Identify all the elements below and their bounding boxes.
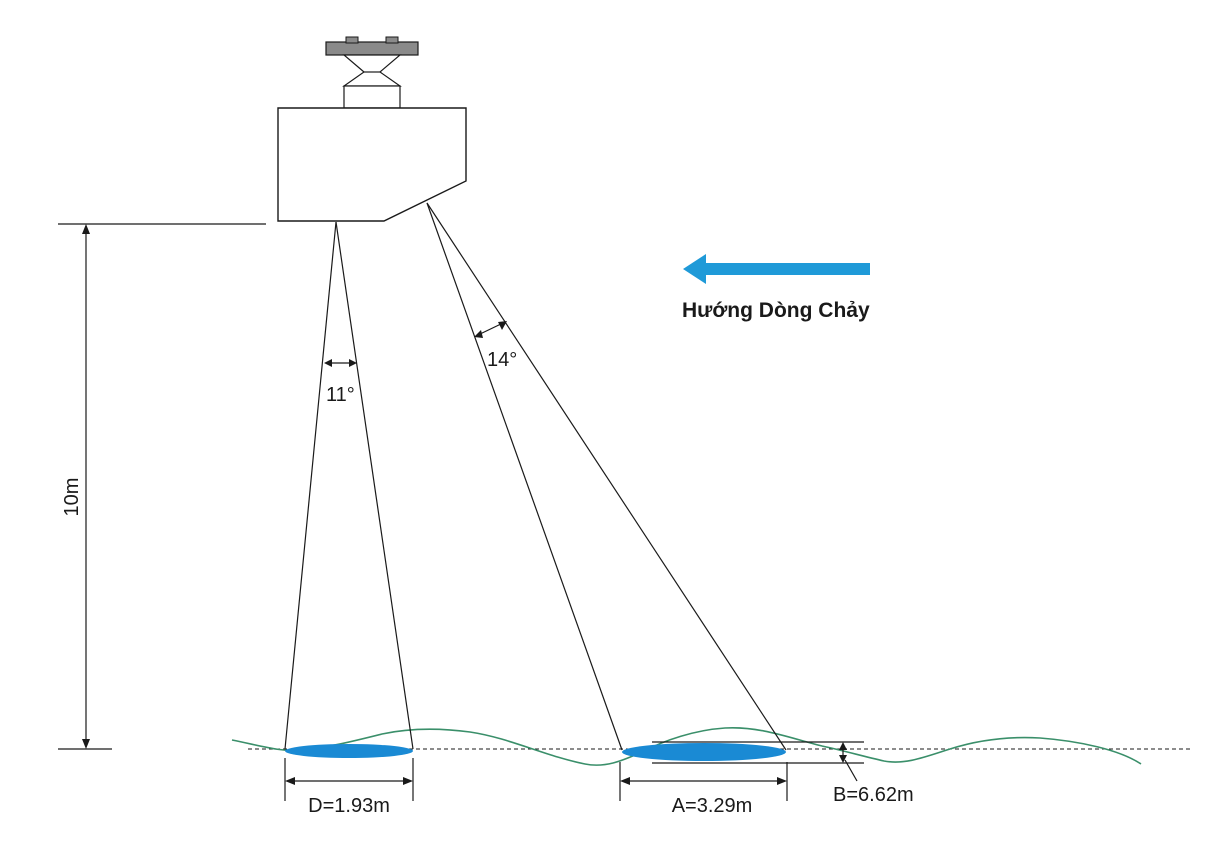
left-arrow-icon xyxy=(683,254,870,284)
vertical-footprint xyxy=(285,744,413,758)
angle-vertical-marker xyxy=(324,359,357,367)
radar-sensor-icon xyxy=(277,36,467,222)
angle-slant-label: 14° xyxy=(487,349,517,371)
footprint-a-label: A=3.29m xyxy=(672,795,753,817)
sensor-plate-bolt-right xyxy=(385,36,399,44)
height-label: 10m xyxy=(61,478,83,517)
water-surface-wave xyxy=(231,726,1142,766)
angle-slant-marker xyxy=(474,321,507,338)
sensor-body xyxy=(277,107,467,222)
angle-vertical-label: 11° xyxy=(326,384,355,406)
sensor-plate xyxy=(325,41,419,56)
footprint-a-dimension xyxy=(619,762,788,801)
slant-beam xyxy=(426,202,787,751)
vertical-beam xyxy=(284,221,414,750)
sensor-bracket xyxy=(342,54,402,87)
footprint-b-dimension xyxy=(652,741,864,782)
slant-footprint xyxy=(622,743,786,761)
height-dimension xyxy=(82,224,90,749)
sensor-neck xyxy=(343,85,401,109)
sensor-plate-bolt-left xyxy=(345,36,359,44)
footprint-d-label: D=1.93m xyxy=(308,795,390,817)
footprint-d-dimension xyxy=(284,758,414,801)
flow-direction-label: Hướng Dòng Chảy xyxy=(682,299,870,322)
footprint-b-label: B=6.62m xyxy=(833,784,914,806)
